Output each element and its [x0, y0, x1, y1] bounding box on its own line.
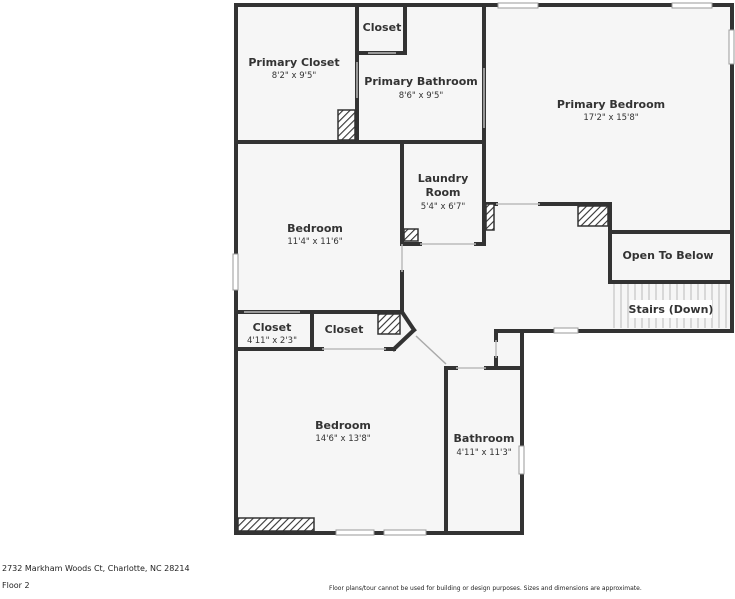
- room-label-closet-top: Closet: [363, 21, 402, 34]
- room-label-primary-bedroom: Primary Bedroom 17'2" x 15'8": [557, 98, 665, 123]
- room-label-primary-closet: Primary Closet 8'2" x 9'5": [248, 56, 339, 81]
- windows: [232, 2, 735, 536]
- svg-text:Primary Bathroom: Primary Bathroom: [364, 75, 477, 88]
- svg-text:Primary Closet: Primary Closet: [248, 56, 339, 69]
- svg-text:11'4" x 11'6": 11'4" x 11'6": [287, 237, 342, 247]
- svg-text:8'6" x 9'5": 8'6" x 9'5": [399, 91, 444, 101]
- room-label-stairs: Stairs (Down): [629, 300, 714, 318]
- svg-text:4'11" x 11'3": 4'11" x 11'3": [456, 448, 511, 458]
- svg-text:Bedroom: Bedroom: [315, 419, 371, 432]
- svg-text:Closet: Closet: [325, 323, 364, 336]
- svg-text:4'11" x 2'3": 4'11" x 2'3": [247, 336, 297, 346]
- room-label-bedroom-2: Bedroom 14'6" x 13'8": [315, 419, 371, 444]
- footer-floor: Floor 2: [2, 581, 30, 590]
- svg-text:Stairs (Down): Stairs (Down): [629, 303, 714, 316]
- svg-text:14'6" x 13'8": 14'6" x 13'8": [315, 434, 370, 444]
- room-label-laundry-room: Laundry Room 5'4" x 6'7": [418, 172, 469, 212]
- door-openings: [244, 52, 540, 369]
- room-label-closet-small: Closet 4'11" x 2'3": [247, 321, 297, 346]
- room-label-closet-mid: Closet: [325, 323, 364, 336]
- svg-text:Primary Bedroom: Primary Bedroom: [557, 98, 665, 111]
- svg-text:Laundry: Laundry: [418, 172, 469, 185]
- room-label-bathroom: Bathroom 4'11" x 11'3": [454, 432, 515, 458]
- svg-text:8'2" x 9'5": 8'2" x 9'5": [272, 71, 317, 81]
- room-label-bedroom-1: Bedroom 11'4" x 11'6": [287, 222, 343, 247]
- angled-opening: [415, 335, 447, 365]
- svg-text:Closet: Closet: [363, 21, 402, 34]
- svg-text:17'2" x 15'8": 17'2" x 15'8": [583, 113, 638, 123]
- svg-text:Closet: Closet: [253, 321, 292, 334]
- footer-disclaimer: Floor plans/tour cannot be used for buil…: [329, 585, 642, 592]
- room-label-primary-bathroom: Primary Bathroom 8'6" x 9'5": [364, 75, 477, 101]
- footer-address: 2732 Markham Woods Ct, Charlotte, NC 282…: [2, 564, 190, 573]
- hatched-blocks: [237, 109, 609, 532]
- svg-text:Open To Below: Open To Below: [622, 249, 713, 262]
- svg-text:Bedroom: Bedroom: [287, 222, 343, 235]
- svg-text:Bathroom: Bathroom: [454, 432, 515, 445]
- svg-text:5'4" x 6'7": 5'4" x 6'7": [421, 202, 466, 212]
- room-label-open-to-below: Open To Below: [622, 249, 713, 262]
- svg-text:Room: Room: [425, 186, 460, 199]
